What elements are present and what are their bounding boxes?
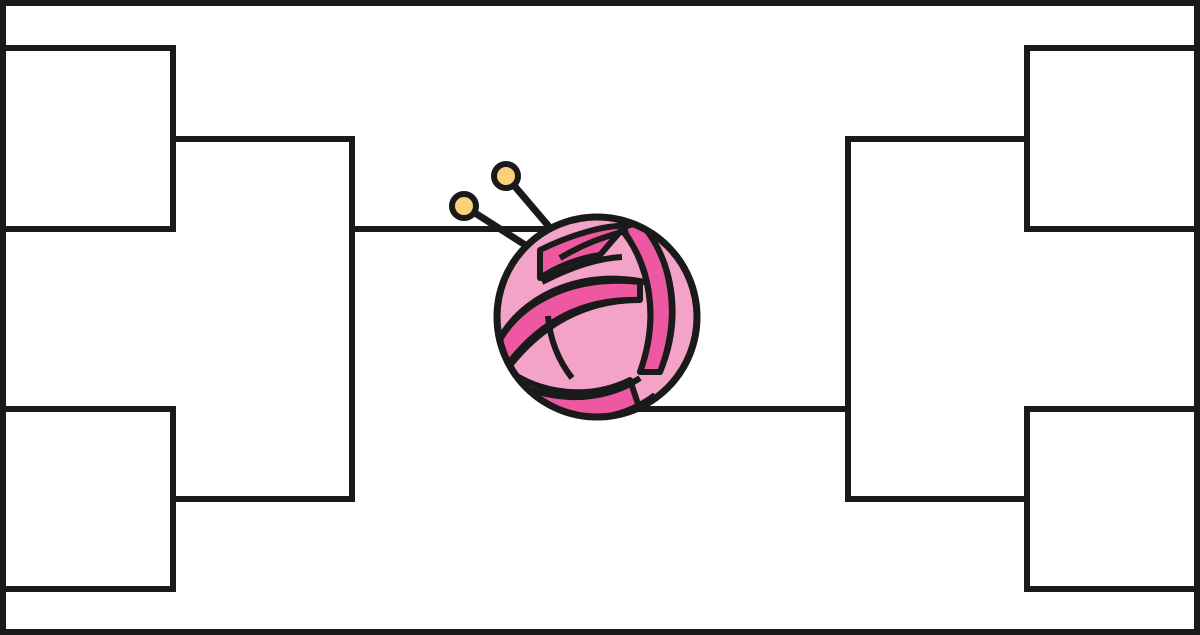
right-bracket [637, 45, 1197, 592]
right-round2-match[interactable] [845, 136, 1030, 502]
left-bracket [3, 45, 563, 592]
yarn-ball-outline [493, 213, 701, 421]
yarn-ball-with-knitting-needles-icon [449, 161, 701, 421]
left-round1-match1[interactable] [3, 45, 176, 232]
left-round1-match2[interactable] [3, 406, 176, 592]
right-round1-match2[interactable] [1024, 406, 1197, 592]
right-round1-match1[interactable] [1024, 45, 1197, 232]
left-round2-match[interactable] [170, 136, 355, 502]
